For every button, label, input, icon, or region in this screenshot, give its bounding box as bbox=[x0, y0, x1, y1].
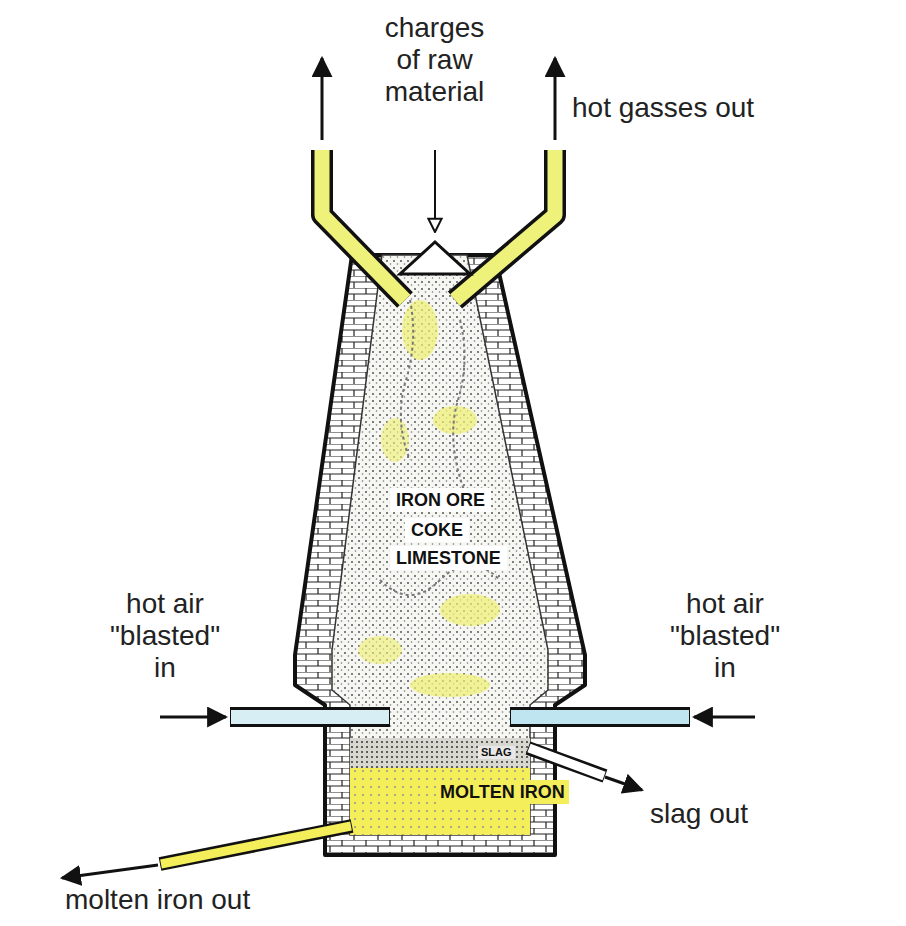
pipe-gas bbox=[455, 150, 555, 300]
tuyere-air bbox=[511, 710, 689, 724]
process-label: charges of raw material bbox=[372, 12, 497, 108]
charging-bell bbox=[400, 150, 470, 274]
hot-gas-swirl bbox=[358, 636, 402, 664]
charge-fill bbox=[332, 255, 548, 835]
hot-gas-swirl bbox=[440, 594, 500, 626]
charge-label: IRON ORE bbox=[390, 488, 491, 512]
slag-pipe-outline bbox=[528, 748, 605, 776]
layer-label: SLAG bbox=[478, 746, 515, 759]
charge-label: LIMESTONE bbox=[390, 546, 507, 570]
hot-gas-swirl bbox=[410, 673, 490, 697]
charge-arrow bbox=[434, 150, 436, 232]
gas-arrow bbox=[321, 58, 324, 140]
taphole-iron bbox=[161, 826, 351, 864]
taphole-outline bbox=[160, 826, 352, 864]
gas-arrow bbox=[554, 58, 557, 140]
process-label: slag out bbox=[650, 798, 748, 830]
slag-pipe bbox=[529, 748, 604, 776]
air-arrow bbox=[694, 716, 755, 719]
brick-wall bbox=[295, 255, 585, 855]
tuyere-outline bbox=[230, 707, 390, 727]
tuyeres bbox=[160, 717, 755, 718]
slag-layer bbox=[350, 738, 530, 768]
furnace-charge bbox=[332, 255, 548, 835]
pipe-gas bbox=[322, 150, 405, 300]
furnace-wall bbox=[295, 255, 585, 855]
process-label: hot air "blasted" in bbox=[660, 588, 790, 684]
slag-arrow bbox=[605, 777, 642, 790]
process-label: hot gasses out bbox=[572, 92, 754, 124]
pipe-outline bbox=[455, 150, 555, 300]
hot-gas-swirl bbox=[402, 300, 438, 360]
process-label: molten iron out bbox=[65, 884, 250, 916]
process-label: hot air "blasted" in bbox=[100, 588, 230, 684]
iron-taphole bbox=[62, 826, 352, 878]
hot-gas-swirl bbox=[381, 418, 409, 462]
layer-label: MOLTEN IRON bbox=[436, 780, 569, 804]
pipe-outline bbox=[322, 150, 405, 300]
tuyere-outline bbox=[510, 707, 690, 727]
charge-label: COKE bbox=[405, 518, 469, 542]
bell-triangle bbox=[400, 242, 470, 274]
air-arrow bbox=[160, 716, 226, 719]
tuyere-air bbox=[231, 710, 389, 724]
iron-arrow bbox=[62, 865, 158, 878]
